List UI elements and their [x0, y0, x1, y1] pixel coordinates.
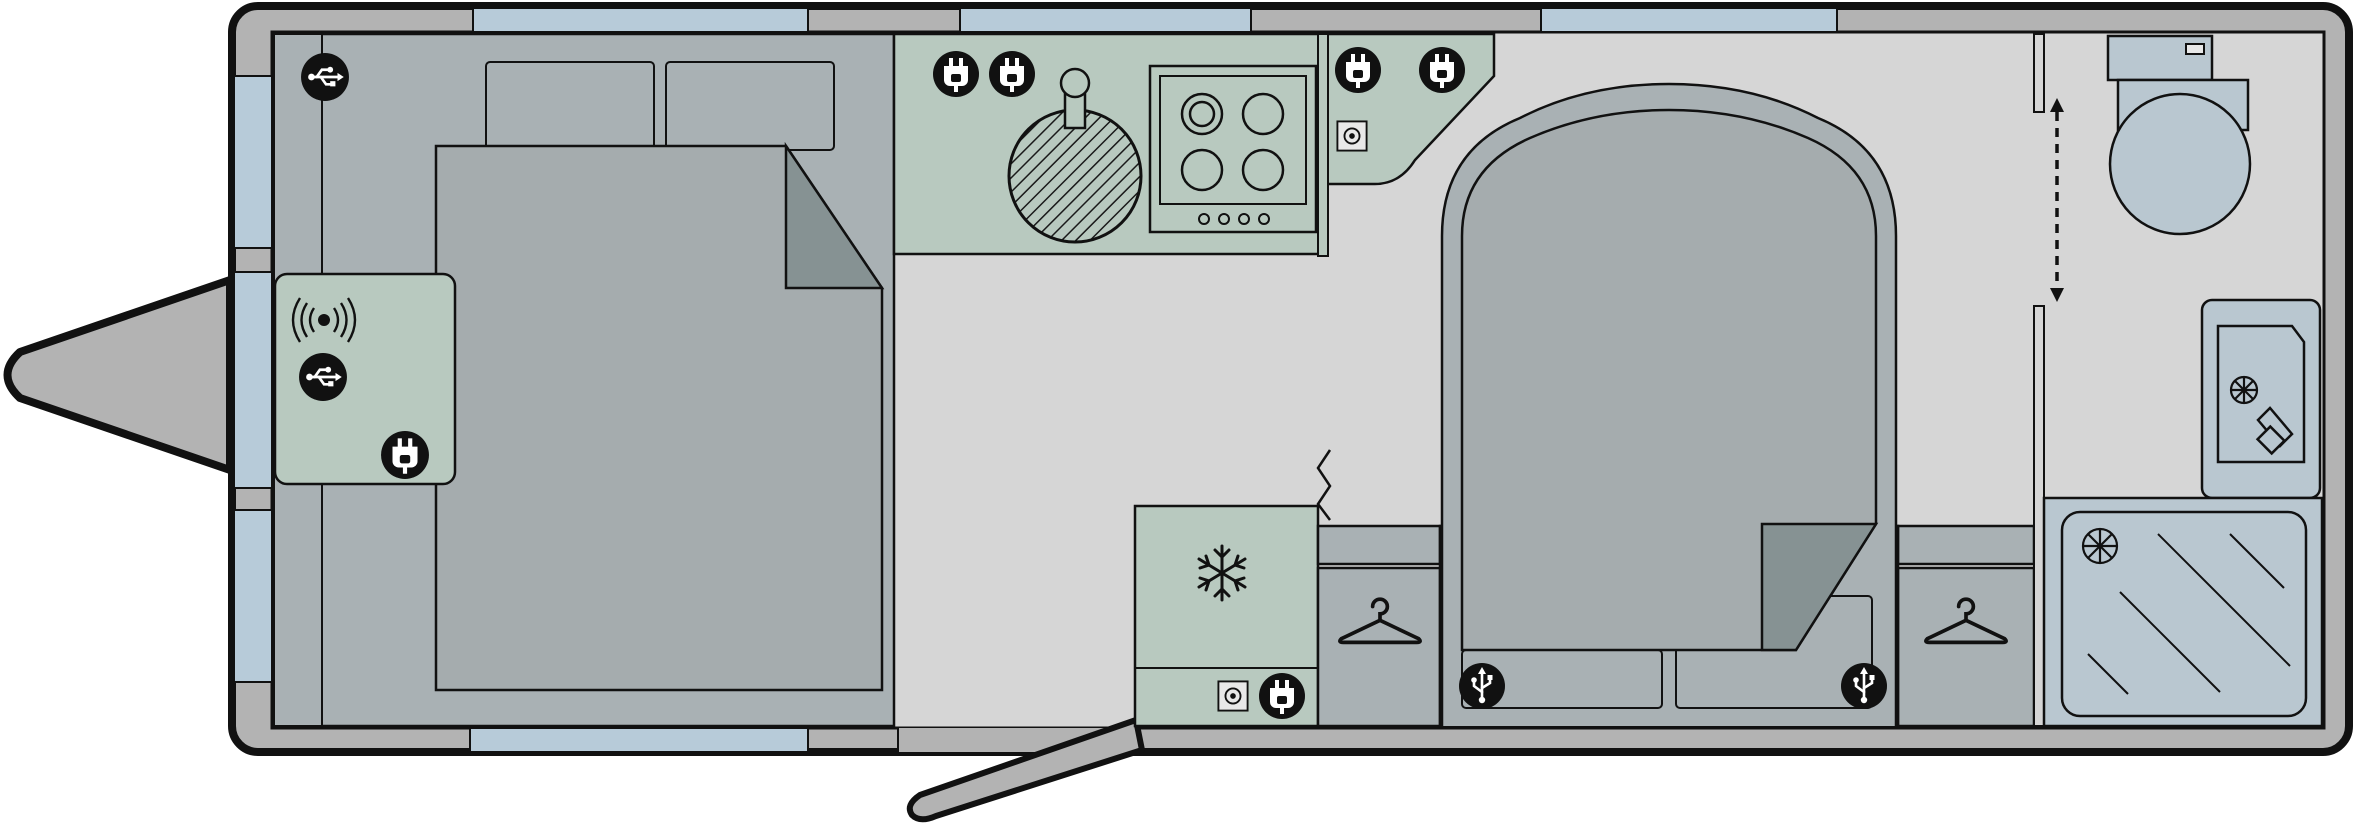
tv-point-icon: [1336, 120, 1368, 152]
entrance-door: [897, 717, 1145, 823]
kitchen: [892, 32, 1496, 257]
bedside-unit: [273, 272, 457, 486]
rear-lounge: [1438, 82, 1900, 728]
window-top-1: [472, 7, 809, 33]
fridge: [1133, 504, 1320, 728]
mains-socket-icon: [933, 51, 979, 97]
pillow-left: [485, 61, 655, 151]
plughole-icon: [2229, 375, 2259, 405]
tv-point-icon: [1217, 680, 1249, 712]
bed: [434, 141, 885, 692]
mains-socket-icon: [1259, 673, 1305, 719]
washroom: [2042, 34, 2324, 728]
washroom-partition: [2033, 33, 2064, 727]
window-bottom-1: [469, 727, 809, 753]
sink: [1007, 67, 1143, 244]
window-top-3: [1540, 7, 1838, 33]
usb-socket-icon: [298, 352, 348, 402]
a-frame: [3, 276, 234, 474]
hob-knob: [1238, 213, 1250, 225]
wireless-charger-icon: [291, 297, 357, 343]
washbasin: [2200, 298, 2322, 500]
front-bedroom: [272, 32, 896, 728]
mains-socket-icon: [1419, 47, 1465, 93]
usb-socket-icon: [1840, 662, 1888, 710]
flue-symbol: [1316, 449, 1332, 521]
mains-socket-icon: [1335, 47, 1381, 93]
sliding-door: [2050, 98, 2064, 302]
shower-drain-icon: [2081, 527, 2119, 565]
window-top-2: [959, 7, 1252, 33]
wardrobe-left: [1316, 524, 1442, 728]
hob-burner: [1180, 92, 1224, 136]
hob-knob: [1258, 213, 1270, 225]
window-front-1: [233, 75, 273, 249]
mains-socket-icon: [989, 51, 1035, 97]
shower: [2042, 496, 2324, 728]
window-front-2: [233, 271, 273, 489]
usb-socket-icon: [300, 52, 350, 102]
hob-burner: [1241, 92, 1285, 136]
hob-burner: [1241, 148, 1285, 192]
toilet: [2106, 34, 2252, 236]
mains-socket-icon: [381, 431, 429, 479]
window-front-3: [233, 509, 273, 683]
usb-socket-icon: [1458, 662, 1506, 710]
wardrobe-right: [1896, 524, 2036, 728]
snowflake-icon: [1197, 544, 1247, 602]
windows: [233, 7, 1838, 753]
pillow-right: [665, 61, 835, 151]
hob-knob: [1218, 213, 1230, 225]
hob-knob: [1198, 213, 1210, 225]
hob-burner: [1180, 148, 1224, 192]
hob: [1148, 64, 1318, 234]
